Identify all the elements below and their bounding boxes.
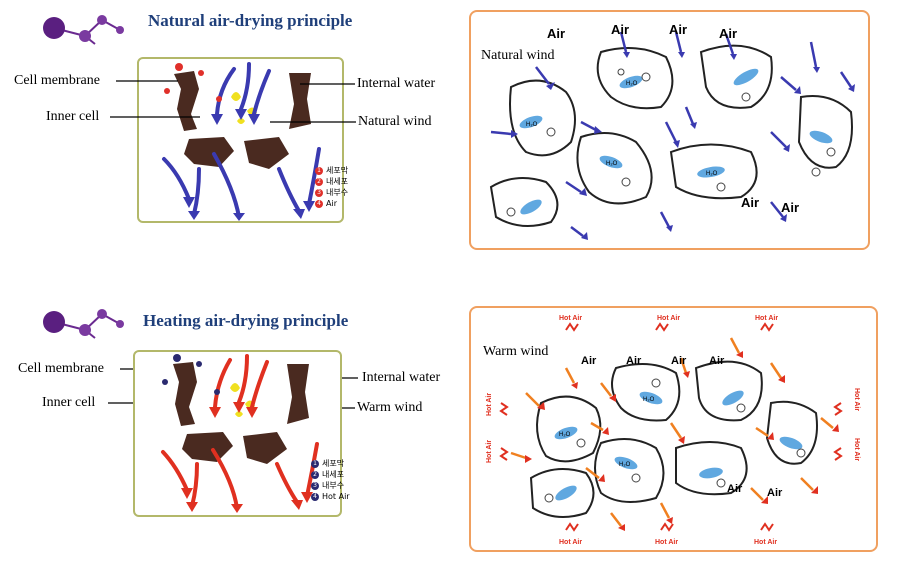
legend-item: Hot Air bbox=[322, 492, 350, 501]
hot-air-label: Hot Air bbox=[755, 315, 778, 322]
legend-item: 내부수 bbox=[326, 188, 349, 197]
h2o-label: H₂O bbox=[643, 397, 655, 403]
air-label: Air bbox=[671, 355, 687, 367]
air-label: Air bbox=[741, 195, 759, 210]
hot-air-label: Hot Air bbox=[853, 388, 860, 411]
air-label: Air bbox=[669, 22, 687, 37]
h2o-label: H₂O bbox=[706, 171, 718, 177]
field-wind-label: Natural wind bbox=[481, 48, 555, 64]
section-title-natural: Natural air-drying principle bbox=[148, 11, 353, 30]
molecule-icon bbox=[43, 15, 124, 45]
hot-air-label: Hot Air bbox=[486, 393, 493, 416]
air-label: Air bbox=[727, 483, 743, 495]
molecule-icon bbox=[43, 309, 124, 339]
legend-item: 내세포 bbox=[322, 470, 345, 479]
label-inner-cell: Inner cell bbox=[46, 109, 100, 124]
hot-air-label: Hot Air bbox=[657, 315, 680, 322]
h2o-label: H₂O bbox=[626, 81, 638, 87]
legend-item: 세포막 bbox=[326, 166, 349, 175]
hot-air-label: Hot Air bbox=[486, 440, 493, 463]
air-label: Air bbox=[547, 26, 565, 41]
air-label: Air bbox=[709, 355, 725, 367]
hot-air-label: Hot Air bbox=[853, 438, 860, 461]
label-internal-water: Internal water bbox=[362, 370, 441, 385]
h2o-label: H₂O bbox=[606, 161, 618, 167]
hot-air-label: Hot Air bbox=[559, 315, 582, 322]
label-cell-membrane: Cell membrane bbox=[14, 73, 100, 88]
legend-item: Air bbox=[326, 199, 337, 208]
section-title-heating: Heating air-drying principle bbox=[143, 311, 349, 330]
field-diagram-natural: Air Air Air Air Air Air H₂O H₂O H₂O H₂O … bbox=[469, 10, 870, 250]
cell-illustration bbox=[162, 62, 321, 221]
field-illustration: Hot Air Hot Air Hot Air Hot Air Hot Air … bbox=[486, 315, 860, 546]
label-wind: Natural wind bbox=[358, 114, 432, 129]
air-label: Air bbox=[626, 355, 642, 367]
label-internal-water: Internal water bbox=[357, 76, 436, 91]
air-label: Air bbox=[767, 487, 783, 499]
label-cell-membrane: Cell membrane bbox=[18, 361, 104, 376]
legend-item: 세포막 bbox=[322, 459, 345, 468]
field-illustration: Air Air Air Air Air Air H₂O H₂O H₂O H₂O bbox=[489, 22, 855, 240]
air-label: Air bbox=[719, 26, 737, 41]
cell-illustration bbox=[161, 354, 319, 513]
field-diagram-heating: Hot Air Hot Air Hot Air Hot Air Hot Air … bbox=[469, 306, 878, 552]
label-inner-cell: Inner cell bbox=[42, 395, 96, 410]
air-label: Air bbox=[781, 200, 799, 215]
h2o-label: H₂O bbox=[619, 462, 631, 468]
air-label: Air bbox=[581, 355, 597, 367]
h2o-label: H₂O bbox=[559, 432, 571, 438]
air-label: Air bbox=[611, 22, 629, 37]
legend-item: 내세포 bbox=[326, 177, 349, 186]
heat-wave-icons bbox=[499, 322, 843, 532]
h2o-label: H₂O bbox=[526, 122, 538, 128]
field-wind-label: Warm wind bbox=[483, 344, 549, 360]
label-wind: Warm wind bbox=[357, 400, 423, 415]
hot-air-label: Hot Air bbox=[559, 539, 582, 546]
legend-item: 내부수 bbox=[322, 481, 345, 490]
hot-air-label: Hot Air bbox=[754, 539, 777, 546]
hot-air-label: Hot Air bbox=[655, 539, 678, 546]
